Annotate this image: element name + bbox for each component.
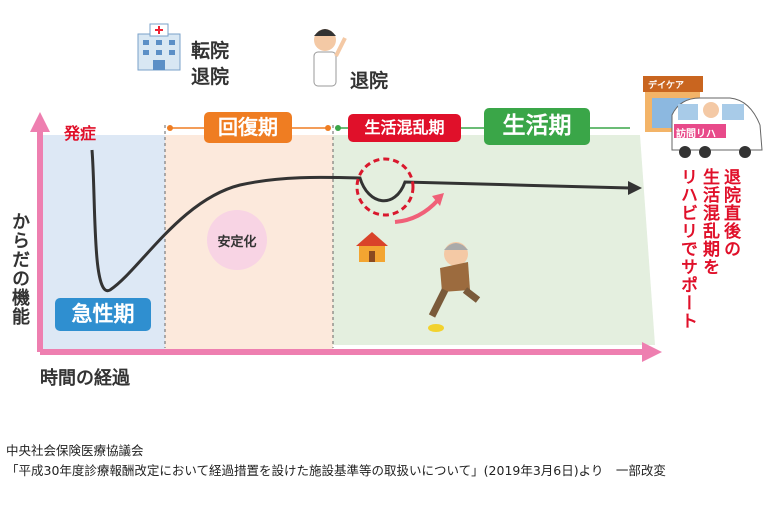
onset-label: 発症	[64, 124, 97, 143]
source-citation: 「平成30年度診療報酬改定において経過措置を設けた施設基準等の取扱いについて」(…	[6, 463, 666, 478]
stabilization-circle	[207, 210, 267, 270]
arrow-head	[628, 181, 642, 195]
acute-phase-badge: 急性期	[55, 298, 151, 331]
callout-line-2: 生活混乱期を	[699, 168, 719, 276]
rehab-van-icon	[671, 97, 763, 158]
house-icon	[356, 232, 388, 262]
function-curve	[90, 149, 631, 293]
confusion-highlight-circle	[355, 157, 415, 217]
source-org: 中央社会保険医療協議会	[6, 443, 144, 458]
daycare-sign: デイケア	[648, 81, 685, 91]
callout-line-1: 退院直後の	[720, 168, 740, 258]
life-region	[333, 135, 655, 345]
callout-line-3: リハビリでサポート	[675, 168, 700, 330]
fall-arrow	[394, 198, 440, 224]
discharge-label: 退院	[350, 70, 389, 92]
doctor-icon	[313, 29, 347, 87]
callout-line-3b: サポート	[677, 258, 697, 330]
falling-elderly-person-icon	[428, 242, 481, 332]
van-sign: 訪問リハ	[676, 129, 716, 140]
y-axis-label: からだの機能	[9, 212, 30, 326]
transfer-label: 転院	[191, 40, 230, 62]
recovery-phase-badge: 回復期	[204, 112, 292, 143]
stabilization-label: 安定化	[217, 235, 257, 250]
confusion-phase-badge: 生活混乱期	[348, 114, 461, 142]
hospital-icon	[137, 23, 181, 71]
discharge-label: 退院	[191, 66, 230, 88]
callout-line-3a: リハビリで	[677, 168, 697, 258]
x-axis-label: 時間の経過	[40, 368, 130, 389]
life-phase-badge: 生活期	[484, 108, 590, 145]
